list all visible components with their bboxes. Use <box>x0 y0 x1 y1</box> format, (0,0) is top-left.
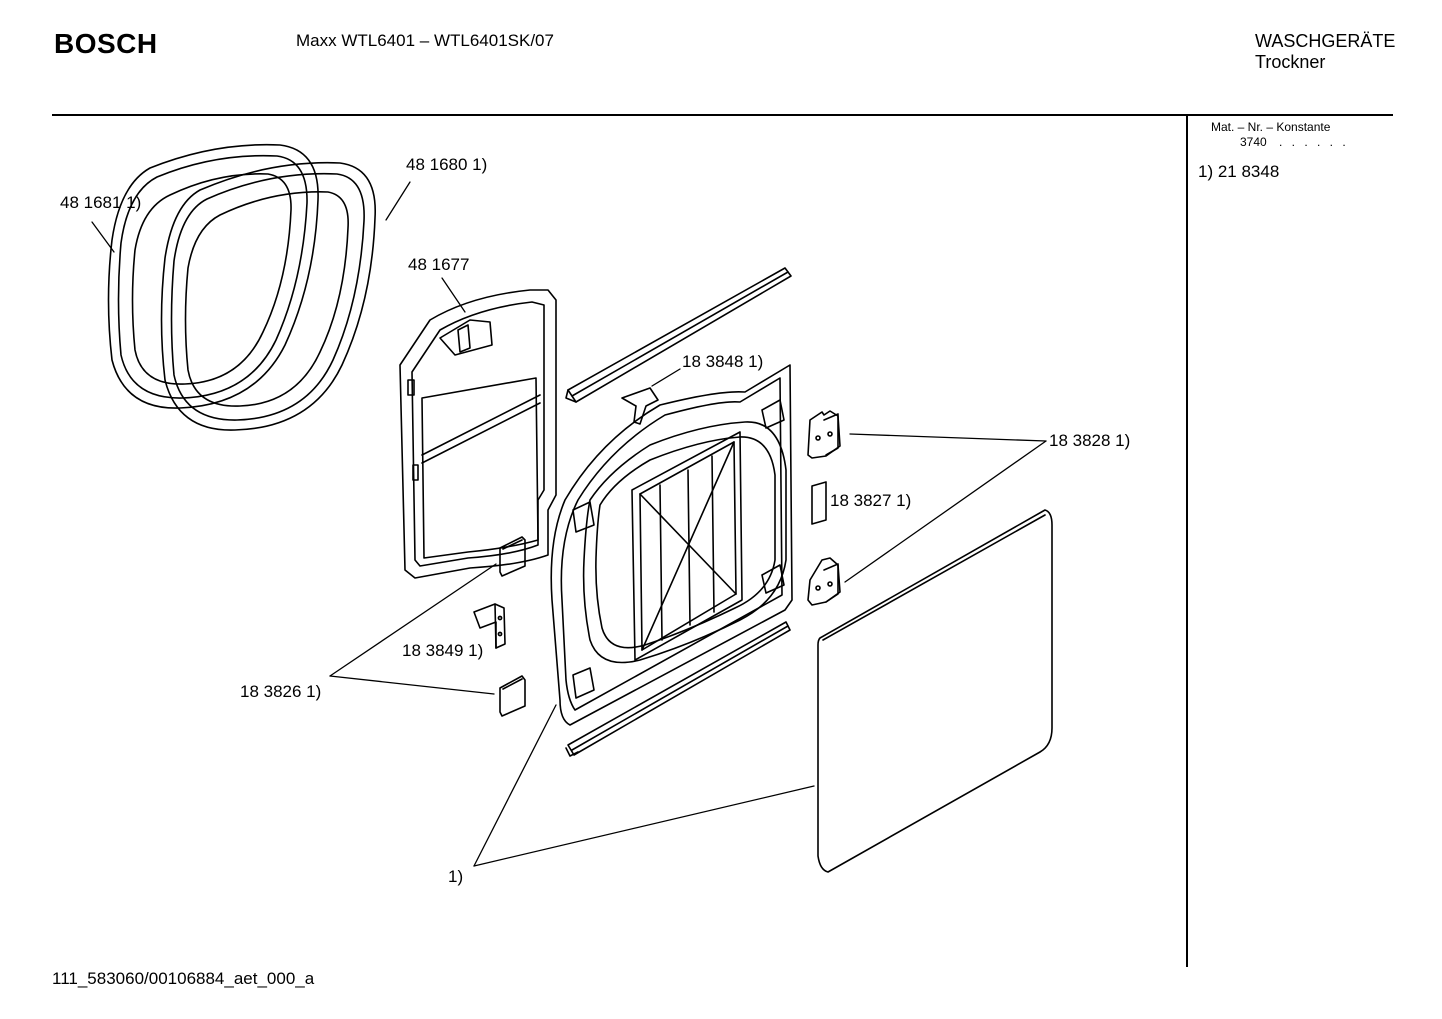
header-divider <box>52 114 1393 116</box>
part-label-481681: 48 1681 1) <box>60 193 142 212</box>
part-label-481680: 48 1680 1) <box>406 155 488 174</box>
bottom-rail[interactable] <box>565 621 791 757</box>
brand-logo: BOSCH <box>54 28 158 59</box>
strip-183827[interactable] <box>811 481 827 525</box>
outer-door-panel[interactable] <box>817 509 1053 873</box>
part-label-183827: 18 3827 1) <box>830 491 912 510</box>
top-rail[interactable] <box>565 267 792 403</box>
plate-183826-lower[interactable] <box>499 675 526 717</box>
door-gasket-481681[interactable] <box>107 143 319 409</box>
leader-lines <box>91 181 1047 867</box>
part-label-183848: 18 3848 1) <box>682 352 764 371</box>
inner-door-frame-481677[interactable] <box>399 289 557 579</box>
bracket-183849[interactable] <box>473 603 506 649</box>
exploded-diagram <box>91 143 1053 873</box>
part-label-183828: 18 3828 1) <box>1049 431 1131 450</box>
footnote-part: 1) 21 8348 <box>1198 162 1280 181</box>
hinge-183828-upper[interactable] <box>807 410 841 459</box>
footer-code: 111_583060/00106884_aet_000_a <box>52 969 315 988</box>
category-label: WASCHGERÄTE <box>1255 31 1396 51</box>
part-label-183826: 18 3826 1) <box>240 682 322 701</box>
part-label-481677: 48 1677 <box>408 255 470 274</box>
part-label-1: 1) <box>448 867 464 886</box>
mat-nr-header: Mat. – Nr. – Konstante <box>1211 120 1331 134</box>
plate-183826-upper[interactable] <box>499 536 526 577</box>
main-door-panel[interactable] <box>550 364 793 726</box>
mat-nr-value: 3740 <box>1240 135 1267 149</box>
part-label-183849: 18 3849 1) <box>402 641 484 660</box>
model-title: Maxx WTL6401 – WTL6401SK/07 <box>296 31 554 50</box>
sidebar-divider <box>1186 115 1188 967</box>
subcategory-label: Trockner <box>1255 52 1326 72</box>
door-gasket-481680[interactable] <box>160 161 376 431</box>
mat-nr-dots: . . . . . . <box>1279 135 1349 149</box>
hinge-183828-lower[interactable] <box>807 557 841 606</box>
